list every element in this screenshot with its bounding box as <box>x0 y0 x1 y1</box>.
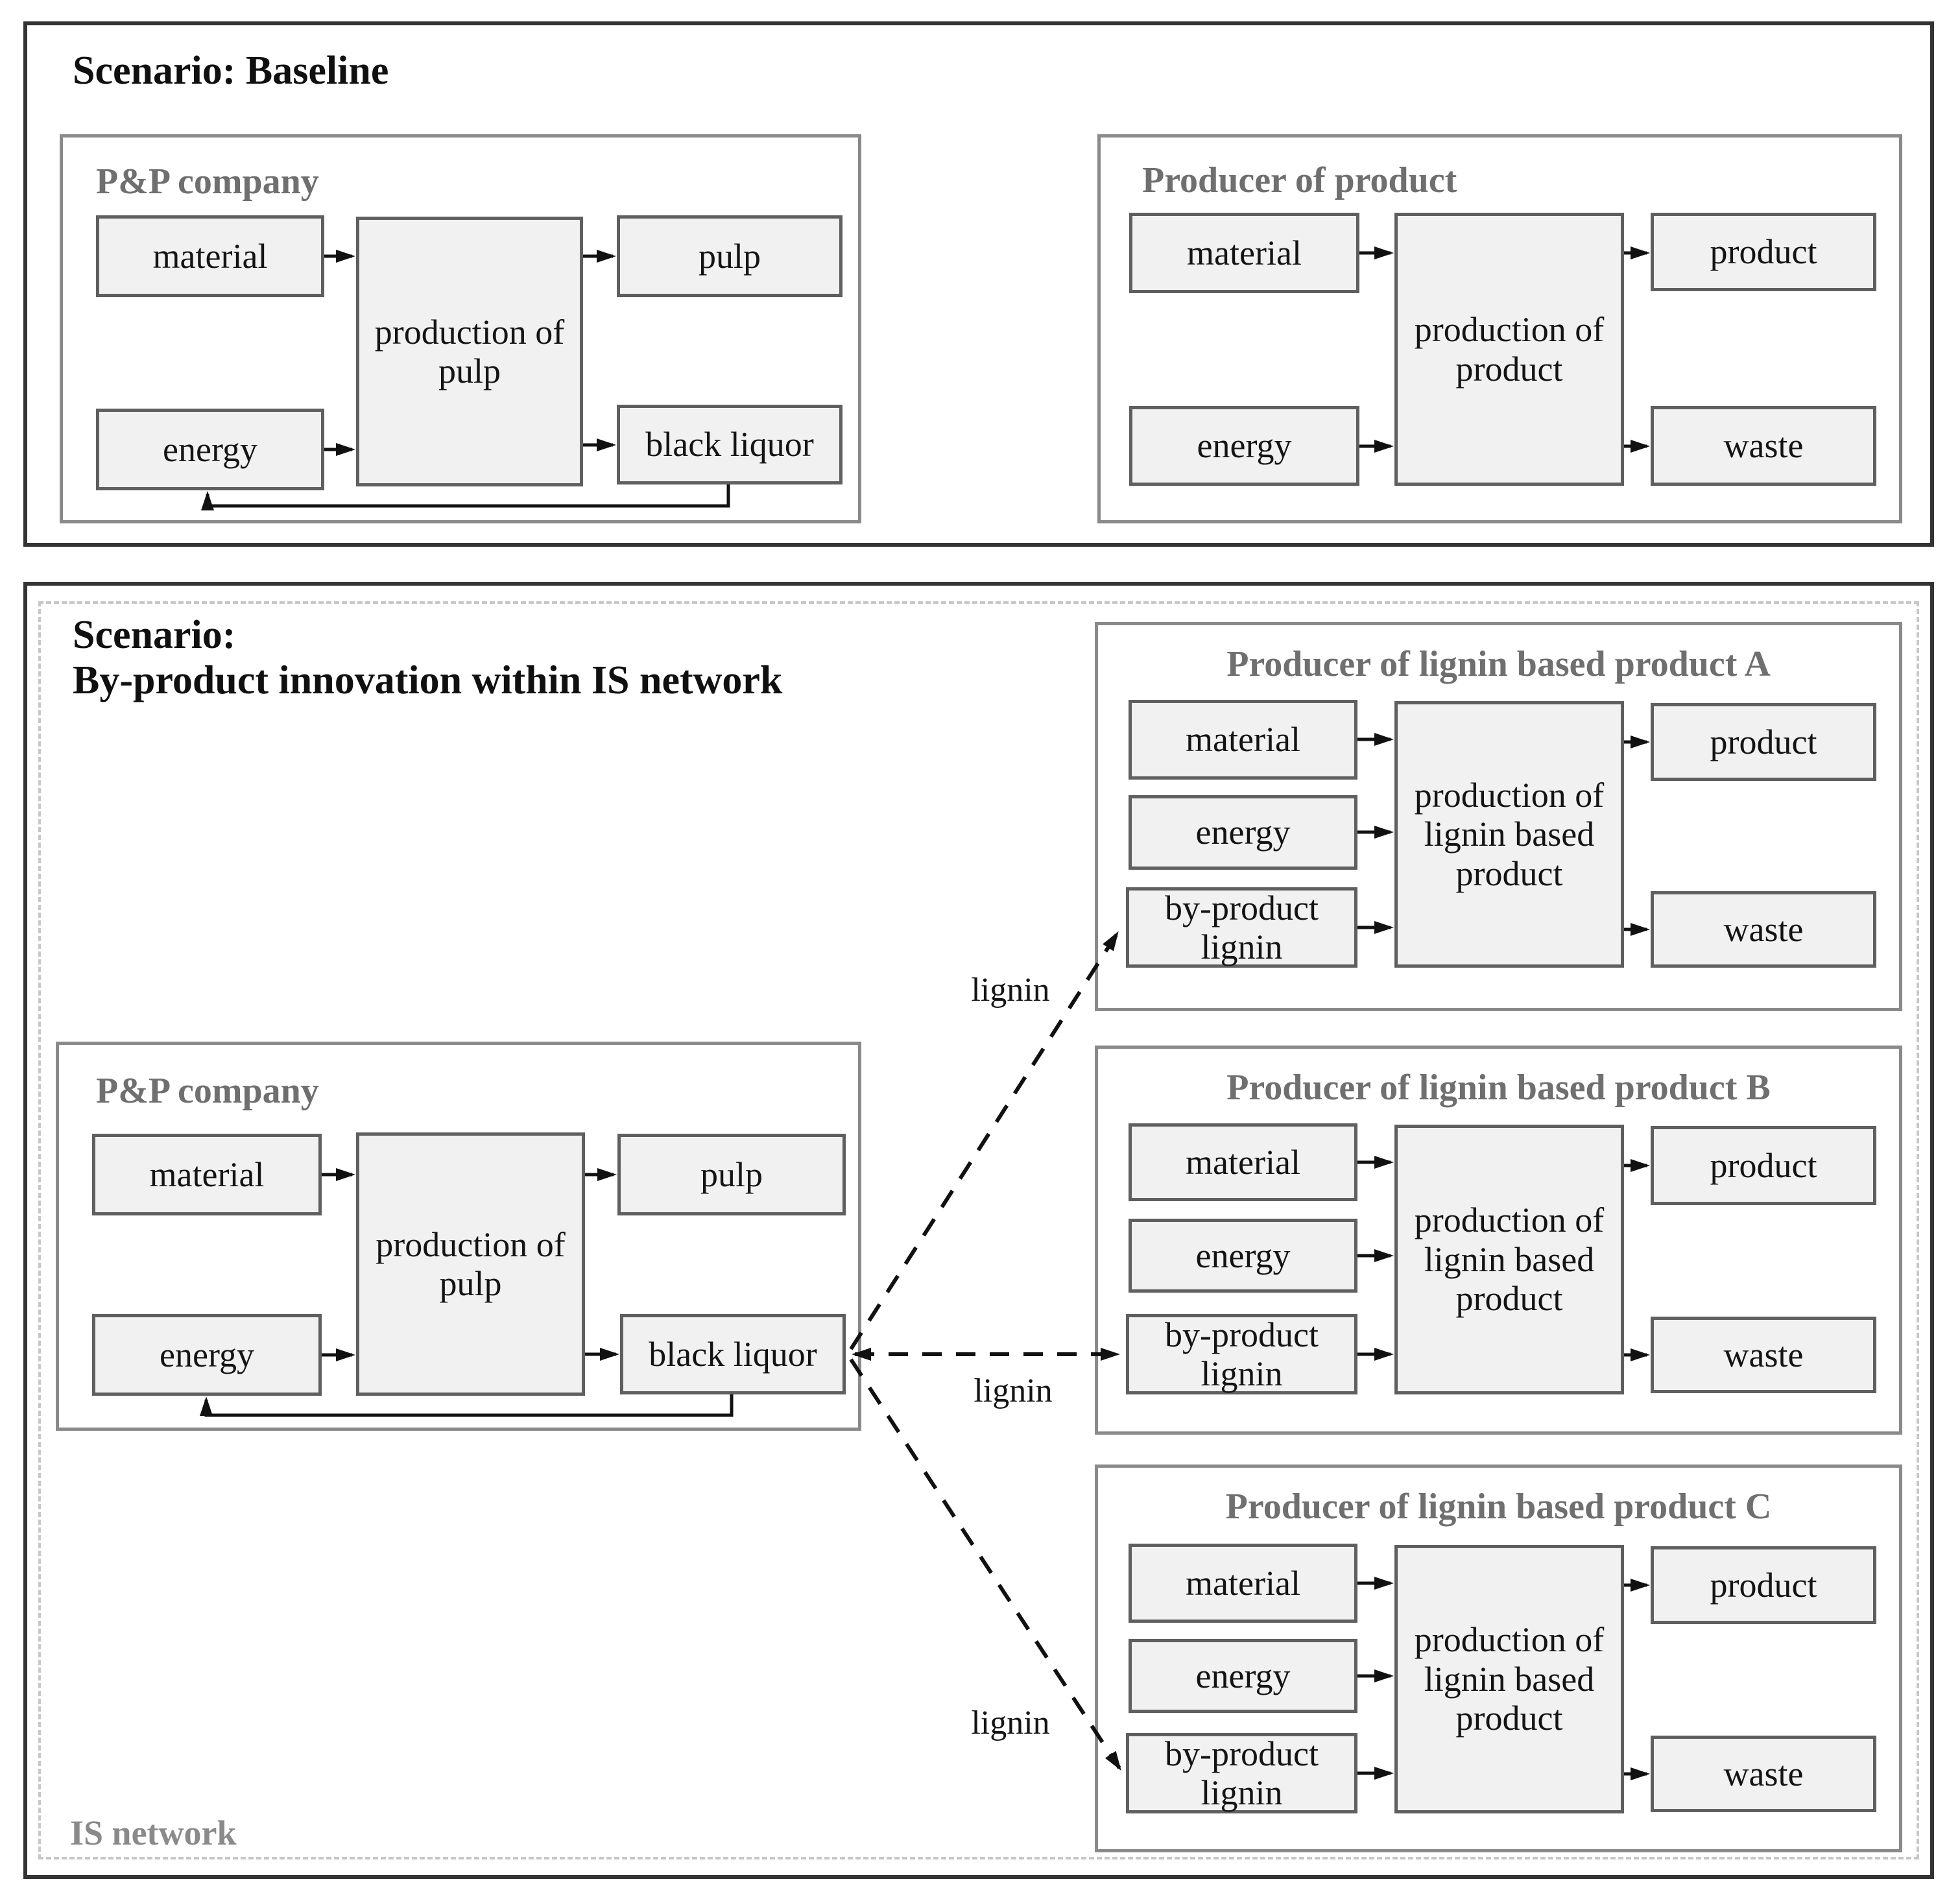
baseline-producer-production-box: production of product <box>1394 213 1624 486</box>
is-producer-c-product-box: product <box>1651 1546 1876 1624</box>
is-producer-b-title: Producer of lignin based product B <box>1226 1068 1771 1108</box>
is-producer-c-waste-box: waste <box>1651 1736 1876 1812</box>
is-producer-c-material-box: material <box>1129 1544 1357 1623</box>
is-producer-a-waste-box: waste <box>1651 891 1876 968</box>
is-producer-a-production-box: production of lignin based product <box>1394 701 1624 968</box>
baseline-producer-title: Producer of product <box>1142 160 1457 200</box>
is-producer-b-waste-box: waste <box>1651 1317 1876 1393</box>
is-pp-energy-box: energy <box>92 1314 322 1396</box>
is-producer-b-energy-box: energy <box>1129 1219 1357 1293</box>
baseline-producer-energy-box: energy <box>1129 406 1359 486</box>
baseline-producer-material-box: material <box>1129 213 1359 293</box>
is-scenario-panel <box>23 582 1934 1879</box>
baseline-pp-company-title: P&P company <box>96 161 319 202</box>
baseline-title: Scenario: Baseline <box>73 49 389 93</box>
is-producer-c-production-box: production of lignin based product <box>1394 1545 1624 1813</box>
is-network-label: IS network <box>70 1813 237 1852</box>
is-producer-a-material-box: material <box>1129 700 1357 780</box>
is-producer-c-byproduct-lignin-box: by-product lignin <box>1126 1733 1357 1813</box>
lignin-flow-label-b: lignin <box>974 1372 1053 1409</box>
is-scenario-title-line2: By-product innovation within IS network <box>73 658 783 702</box>
is-producer-c-title: Producer of lignin based product C <box>1225 1487 1772 1527</box>
is-producer-b-product-box: product <box>1651 1126 1876 1205</box>
is-network-dashed-border <box>38 601 1919 1859</box>
baseline-pp-production-box: production of pulp <box>356 217 583 486</box>
baseline-producer-product-box: product <box>1651 213 1876 291</box>
is-producer-c-energy-box: energy <box>1129 1639 1357 1713</box>
baseline-producer-waste-box: waste <box>1651 406 1876 486</box>
is-producer-b-material-box: material <box>1129 1123 1357 1201</box>
baseline-pp-pulp-box: pulp <box>617 215 843 297</box>
baseline-pp-black-liquor-box: black liquor <box>617 405 843 484</box>
is-producer-a-energy-box: energy <box>1129 795 1357 870</box>
is-producer-b-production-box: production of lignin based product <box>1394 1125 1624 1394</box>
is-pp-material-box: material <box>92 1134 322 1215</box>
is-producer-a-title: Producer of lignin based product A <box>1226 644 1771 684</box>
is-scenario-title-line1: Scenario: <box>73 613 236 657</box>
baseline-pp-energy-box: energy <box>96 409 324 490</box>
is-pp-company-title: P&P company <box>96 1071 319 1111</box>
is-pp-black-liquor-box: black liquor <box>620 1314 846 1394</box>
baseline-pp-material-box: material <box>96 215 324 297</box>
is-producer-b-byproduct-lignin-box: by-product lignin <box>1126 1314 1357 1394</box>
is-pp-pulp-box: pulp <box>617 1134 846 1215</box>
baseline-panel <box>23 21 1934 547</box>
lignin-flow-label-a: lignin <box>971 972 1050 1009</box>
lignin-flow-label-c: lignin <box>971 1704 1050 1741</box>
is-scenario-title: Scenario: By-product innovation within I… <box>73 612 782 703</box>
is-pp-production-box: production of pulp <box>356 1132 585 1396</box>
is-producer-a-product-box: product <box>1651 703 1876 781</box>
is-producer-a-byproduct-lignin-box: by-product lignin <box>1126 887 1357 968</box>
